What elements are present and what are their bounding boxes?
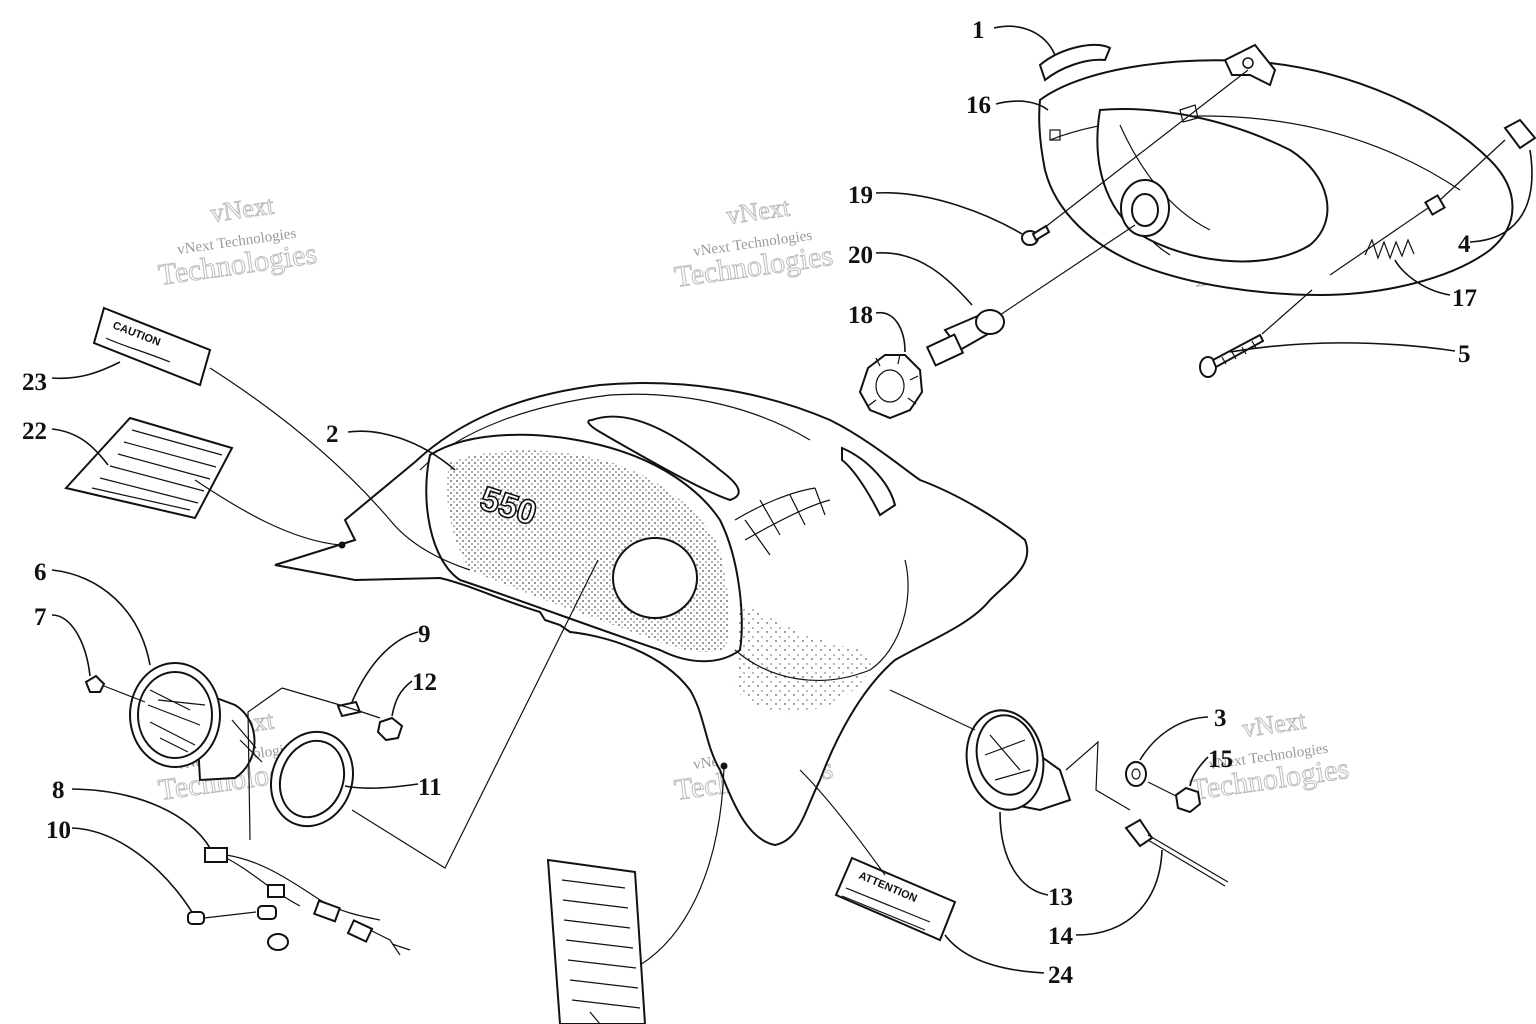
gauge-opening xyxy=(612,537,698,619)
callout-24: 24 xyxy=(1048,962,1074,989)
callout-4: 4 xyxy=(1458,231,1471,258)
part-20-bulb xyxy=(925,309,1005,367)
part-8-harness xyxy=(204,847,411,956)
callout-7: 7 xyxy=(34,604,47,631)
part-22-decal-warning xyxy=(64,416,234,520)
part-10-bulbs xyxy=(187,905,277,925)
part-13-tachometer xyxy=(965,709,1072,812)
part-3-washer xyxy=(1125,761,1147,787)
part-23-decal-caution: CAUTION xyxy=(92,306,212,387)
callout-14: 14 xyxy=(1048,923,1074,950)
part-12-nut xyxy=(376,716,404,742)
part-9-pin xyxy=(336,700,362,718)
hood-console: 550 xyxy=(274,382,1029,847)
side-louvre xyxy=(841,446,897,517)
svg-text:vNext: vNext xyxy=(1241,705,1309,743)
part-7-screw xyxy=(84,674,106,693)
callout-18: 18 xyxy=(848,302,873,329)
leader-lines xyxy=(51,25,1533,1024)
callout-9: 9 xyxy=(418,621,431,648)
callout-22: 22 xyxy=(22,418,47,445)
callout-2: 2 xyxy=(326,421,339,448)
callout-15: 15 xyxy=(1208,746,1233,773)
part-11-bezel xyxy=(269,730,355,828)
part-24-decal-attention: ATTENTION xyxy=(834,856,957,942)
part-17-spring xyxy=(1364,238,1415,260)
callout-13: 13 xyxy=(1048,884,1073,911)
svg-text:vNext: vNext xyxy=(725,192,793,230)
callout-6: 6 xyxy=(34,559,47,586)
callout-12: 12 xyxy=(412,669,437,696)
callout-20: 20 xyxy=(848,242,873,269)
callout-19: 19 xyxy=(848,182,873,209)
callout-8: 8 xyxy=(52,777,65,804)
callout-23: 23 xyxy=(22,369,47,396)
part-5-screw xyxy=(1199,333,1265,378)
callout-10: 10 xyxy=(46,817,71,844)
air-slot xyxy=(587,415,740,502)
callout-16: 16 xyxy=(966,92,991,119)
svg-text:vNext: vNext xyxy=(209,190,277,228)
part-18-ring xyxy=(858,353,924,420)
part-15-nut xyxy=(1174,786,1202,814)
part-19-screw xyxy=(1021,224,1051,246)
watermark-1: vNext Technologies vNext Technologies xyxy=(156,190,320,292)
headlight-assembly xyxy=(1038,43,1514,297)
part-1-clip xyxy=(1038,43,1112,82)
part-14-cable xyxy=(1124,818,1229,887)
callout-3: 3 xyxy=(1214,705,1227,732)
watermark-2: vNext Technologies vNext Technologies xyxy=(672,192,836,294)
part-6-speedometer xyxy=(129,662,263,782)
part-21-decal-label xyxy=(546,858,647,1024)
callout-1: 1 xyxy=(972,17,985,44)
part-4-bracket xyxy=(1424,118,1536,216)
callout-11: 11 xyxy=(418,774,442,801)
callout-5: 5 xyxy=(1458,341,1471,368)
callout-17: 17 xyxy=(1452,285,1477,312)
callout-numbers: 1 2 3 4 5 6 7 8 9 10 11 12 13 14 15 16 1… xyxy=(22,17,1477,989)
